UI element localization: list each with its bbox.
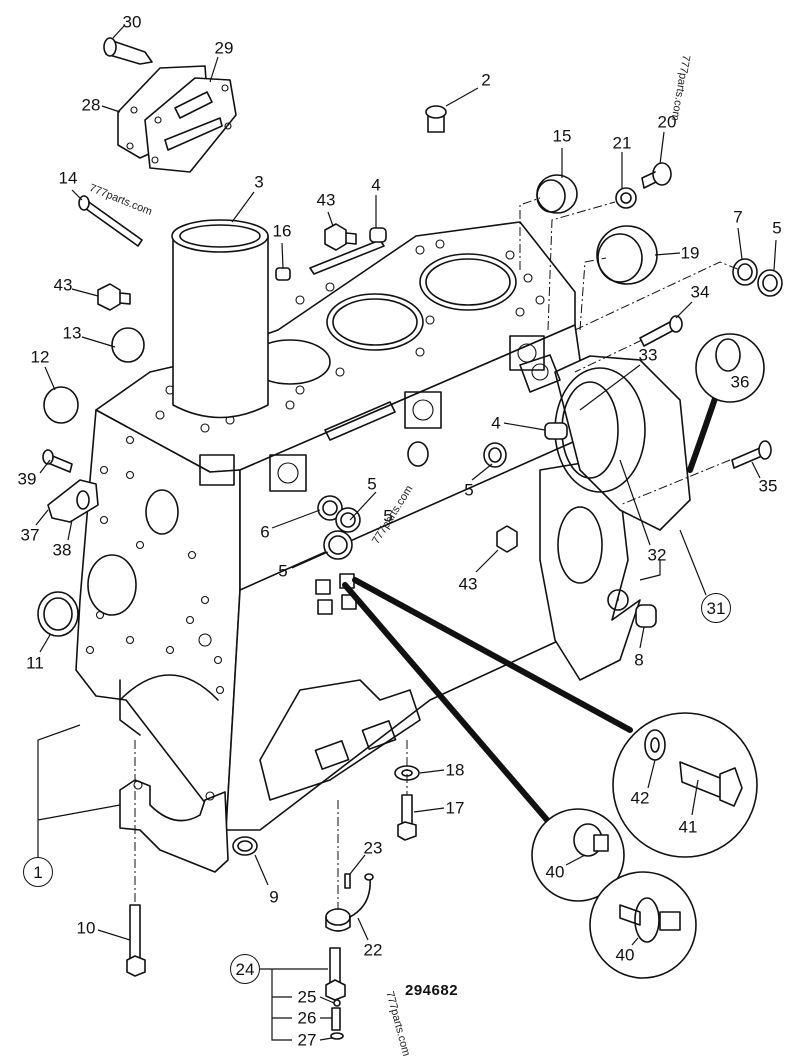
leader-lines: [35, 25, 777, 1041]
callout-19: 19: [680, 243, 700, 263]
callout-20: 20: [657, 112, 677, 132]
callout-15: 15: [552, 126, 572, 146]
callout-43: 43: [53, 275, 73, 295]
cover-plate-and-gasket: [103, 37, 237, 173]
callout-38: 38: [52, 540, 72, 560]
callout-27: 27: [297, 1030, 317, 1050]
callout-25: 25: [297, 987, 317, 1007]
callout-4: 4: [371, 175, 381, 195]
callout-29: 29: [214, 38, 234, 58]
callout-42: 42: [630, 788, 650, 808]
callout-37: 37: [20, 525, 40, 545]
cylinder-liner: [171, 219, 269, 419]
callout-13: 13: [62, 323, 82, 343]
callout-3: 3: [254, 172, 264, 192]
callout-11: 11: [26, 653, 44, 673]
reference-number: 294682: [405, 982, 459, 999]
callout-6: 6: [260, 522, 270, 542]
small-parts: [37, 105, 783, 1040]
callout-5: 5: [772, 218, 782, 238]
callout-17: 17: [445, 798, 465, 818]
callout-40: 40: [615, 945, 635, 965]
detail-callout-circles: [342, 333, 765, 979]
callout-30: 30: [122, 12, 142, 32]
callout-41: 41: [678, 817, 698, 837]
callout-5: 5: [383, 506, 393, 526]
callout-5: 5: [464, 480, 474, 500]
callout-24: 24: [230, 954, 260, 984]
callout-40: 40: [545, 862, 565, 882]
callout-12: 12: [30, 347, 50, 367]
callout-43: 43: [458, 574, 478, 594]
callout-5: 5: [367, 474, 377, 494]
callout-34: 34: [690, 282, 710, 302]
callout-22: 22: [363, 940, 383, 960]
callout-26: 26: [297, 1008, 317, 1028]
callout-5: 5: [278, 561, 288, 581]
callout-21: 21: [612, 133, 632, 153]
callout-36: 36: [730, 372, 750, 392]
callout-2: 2: [481, 70, 491, 90]
callout-35: 35: [758, 476, 778, 496]
callout-39: 39: [17, 469, 37, 489]
callout-18: 18: [445, 760, 465, 780]
callout-32: 32: [647, 545, 667, 565]
callout-14: 14: [58, 168, 78, 188]
callout-31: 31: [701, 593, 731, 623]
callout-33: 33: [638, 345, 658, 365]
callout-10: 10: [76, 918, 96, 938]
callout-8: 8: [634, 650, 644, 670]
callout-9: 9: [269, 887, 279, 907]
rear-adapter-plate: [519, 354, 691, 681]
callout-1: 1: [23, 857, 53, 887]
callout-28: 28: [81, 95, 101, 115]
callout-7: 7: [733, 207, 743, 227]
callout-4: 4: [491, 413, 501, 433]
callout-43: 43: [316, 190, 336, 210]
callout-23: 23: [363, 838, 383, 858]
callout-16: 16: [272, 221, 292, 241]
